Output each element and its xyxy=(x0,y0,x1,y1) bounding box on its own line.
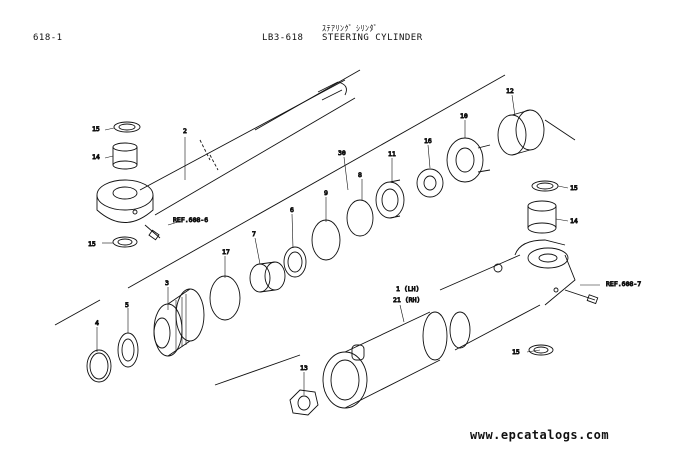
ring-12 xyxy=(497,109,545,156)
grease-fitting-left xyxy=(144,224,161,241)
leader-lines xyxy=(96,94,600,395)
callout-13: 13 xyxy=(300,364,308,372)
callout-8: 8 xyxy=(358,171,362,179)
reference-608-7: REF.608-7 xyxy=(606,280,641,288)
piston-11 xyxy=(375,179,405,219)
assembly-axis-line-lower xyxy=(54,299,101,326)
reference-608-6: REF.608-6 xyxy=(173,216,208,224)
bushing-7 xyxy=(249,261,286,293)
cylinder-tube xyxy=(322,311,448,409)
cylinder-clevis xyxy=(439,239,576,351)
callout-2: 2 xyxy=(183,127,187,135)
callout-11: 11 xyxy=(388,150,396,158)
bushing-left xyxy=(112,142,138,170)
assembly-axis-line-bottom xyxy=(214,354,301,386)
assembly-axis-line-right xyxy=(544,119,576,141)
grease-fitting-right xyxy=(564,289,599,305)
callout-1-lh: 1 (LH) xyxy=(396,285,419,293)
callout-15-right-top: 15 xyxy=(570,184,578,192)
callout-7: 7 xyxy=(252,230,256,238)
callout-15-right-bottom: 15 xyxy=(512,348,520,356)
piston-seal-10 xyxy=(446,137,491,183)
rod-eye xyxy=(96,179,154,223)
lock-nut-13 xyxy=(289,389,319,416)
callout-12: 12 xyxy=(506,87,514,95)
callout-4: 4 xyxy=(95,319,99,327)
callout-14-left: 14 xyxy=(92,153,100,161)
callout-14-right: 14 xyxy=(570,217,578,225)
o-ring-8 xyxy=(346,199,374,237)
dust-seal-bottom-left xyxy=(112,236,138,248)
page-number: 618-1 xyxy=(33,33,63,43)
callout-21-rh: 21 (RH) xyxy=(393,296,420,304)
dust-seal-top-left xyxy=(113,121,141,133)
dust-seal-right-bottom xyxy=(528,344,554,356)
backup-ring-5 xyxy=(117,332,139,368)
title-japanese: ｽﾃｱﾘﾝｸﾞ ｼﾘﾝﾀﾞ xyxy=(322,24,379,33)
piston-rod xyxy=(139,79,356,216)
section-code: LB3-618 xyxy=(262,33,304,43)
bushing-right xyxy=(527,200,557,234)
o-ring-9 xyxy=(311,219,341,261)
watermark-text: www.epcatalogs.com xyxy=(470,428,610,442)
callout-30: 30 xyxy=(338,149,346,157)
o-ring-4-inner xyxy=(89,352,109,380)
wear-ring-16 xyxy=(416,168,444,198)
assembly-axis-line xyxy=(127,74,506,289)
callout-17: 17 xyxy=(222,248,230,256)
page-title: STEERING CYLINDER xyxy=(322,33,423,43)
dust-seal-right-top xyxy=(531,180,559,192)
cylinder-head xyxy=(153,288,205,357)
callout-15-top-left: 15 xyxy=(92,125,100,133)
callout-3: 3 xyxy=(165,279,169,287)
callout-16: 16 xyxy=(424,137,432,145)
callout-9: 9 xyxy=(324,189,328,197)
o-ring-4 xyxy=(86,349,112,383)
callout-15-bottom-left: 15 xyxy=(88,240,96,248)
callout-10: 10 xyxy=(460,112,468,120)
callout-5: 5 xyxy=(125,301,129,309)
seal-6 xyxy=(283,246,307,278)
o-ring-17 xyxy=(209,275,241,321)
callout-6: 6 xyxy=(290,206,294,214)
